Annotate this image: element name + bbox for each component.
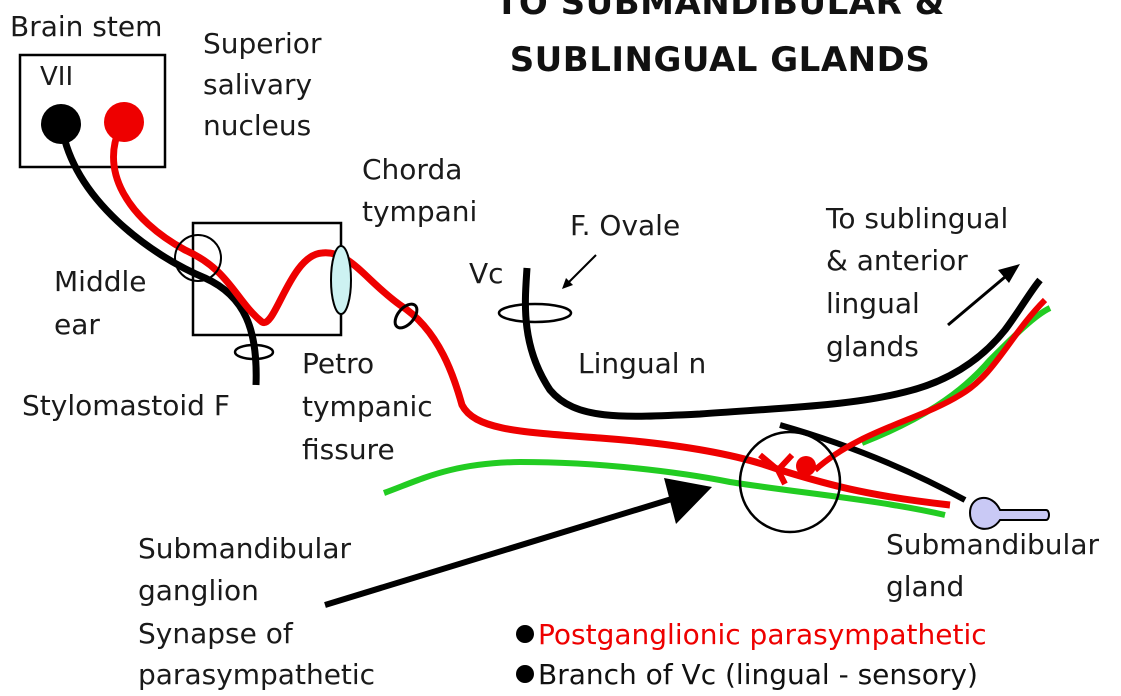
label-lingual: lingual (826, 283, 920, 325)
ganglion-cell-body (796, 456, 816, 476)
salivary-nucleus-dot (104, 102, 144, 142)
label-lingual-n: Lingual n (578, 343, 706, 385)
label-fissure: fissure (302, 429, 395, 471)
label-anterior: & anterior (826, 240, 968, 282)
legend-branch-vc: Branch of Vc (lingual - sensory) (516, 654, 978, 696)
title-line-1: TO SUBMANDIBULAR & (490, 0, 950, 23)
lens-chorda-exit (331, 246, 351, 314)
label-glands: glands (826, 326, 919, 368)
label-synapse-of: Synapse of (138, 613, 293, 655)
label-to-sublingual: To sublingual (826, 198, 1008, 240)
label-tympani: tympani (362, 191, 477, 233)
f-ovale-pointer (566, 255, 596, 285)
title-line-2: SUBLINGUAL GLANDS (490, 40, 950, 80)
label-petro: Petro (302, 343, 374, 385)
legend-bullet-2 (516, 665, 534, 683)
legend-postganglionic: Postganglionic parasympathetic (516, 614, 987, 656)
label-tympanic: tympanic (302, 386, 433, 428)
sublingual-arrow (948, 277, 1005, 325)
label-superior: Superior (203, 23, 321, 65)
label-brain-stem: Brain stem (10, 6, 162, 48)
label-submandibular-gland: Submandibular (886, 524, 1099, 566)
label-gland: gland (886, 566, 964, 608)
legend-branch-vc-text: Branch of Vc (lingual - sensory) (538, 658, 978, 691)
ganglion-arrow-head (664, 478, 712, 524)
label-ganglion: ganglion (138, 570, 259, 612)
label-stylomastoid: Stylomastoid F (22, 385, 230, 427)
label-parasympathetic: parasympathetic (138, 654, 375, 696)
vii-nucleus-dot (41, 104, 81, 144)
legend-postganglionic-text: Postganglionic parasympathetic (538, 618, 987, 651)
label-chorda: Chorda (362, 149, 462, 191)
label-nucleus: nucleus (203, 105, 311, 147)
foramen-ovale-ring (499, 304, 571, 322)
label-f-ovale: F. Ovale (570, 205, 680, 247)
label-ear: ear (54, 304, 100, 346)
label-vii: VII (40, 56, 73, 98)
label-middle: Middle (54, 261, 147, 303)
label-salivary: salivary (203, 64, 312, 106)
ganglion-arrow (325, 498, 675, 605)
label-submandibular-ganglion: Submandibular (138, 528, 351, 570)
legend-bullet-1 (516, 625, 534, 643)
label-vc: Vc (469, 253, 504, 295)
